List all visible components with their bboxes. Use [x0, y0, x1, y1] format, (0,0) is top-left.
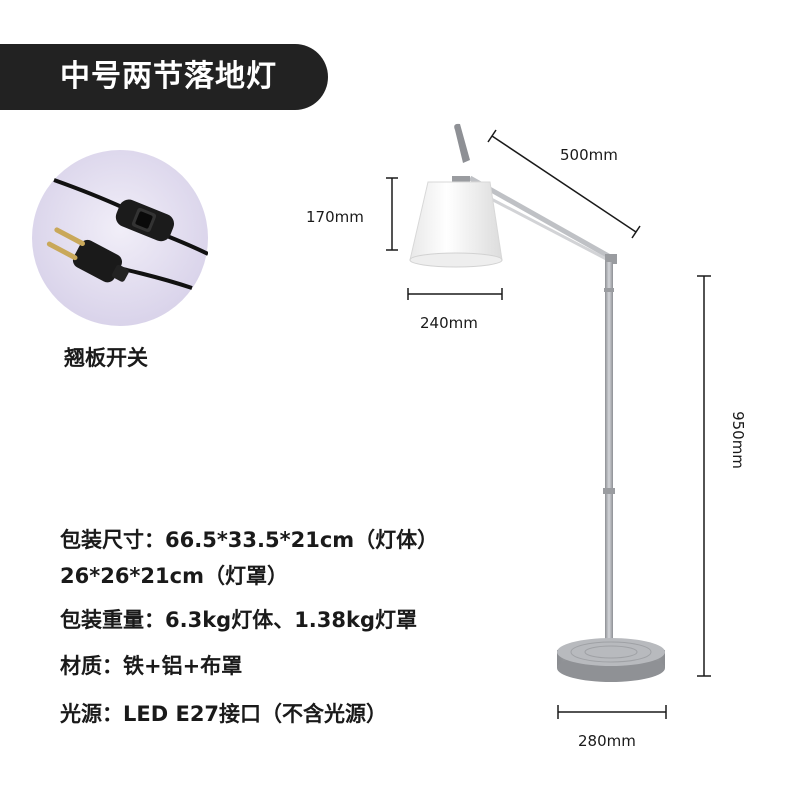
- dimension-shade-height-label: 170mm: [306, 208, 364, 226]
- dimension-shade-width: [407, 288, 503, 300]
- switch-caption: 翘板开关: [64, 346, 148, 370]
- product-title: 中号两节落地灯: [60, 59, 277, 94]
- spec-light-source: 光源：LED E27接口（不含光源）: [60, 702, 388, 726]
- dimension-shade-width-label: 240mm: [420, 314, 478, 332]
- dimension-height: [697, 275, 711, 677]
- lamp-pole: [605, 262, 613, 658]
- spec-package-weight: 包装重量：6.3kg灯体、1.38kg灯罩: [60, 608, 418, 632]
- dimension-arm-label: 500mm: [560, 146, 618, 164]
- dimension-base: [557, 705, 667, 719]
- dimension-arm: [487, 129, 641, 239]
- dimension-base-label: 280mm: [578, 732, 636, 750]
- dimension-height-label: 950mm: [729, 411, 747, 469]
- spec-material: 材质：铁+铝+布罩: [60, 654, 243, 678]
- lamp-arm: [454, 123, 617, 264]
- rocker-switch-photo: [32, 150, 208, 326]
- spec-package-size-shade: 26*26*21cm（灯罩）: [60, 564, 288, 588]
- dimension-shade-height: [386, 177, 398, 251]
- lamp-base: [557, 638, 665, 682]
- lamp-shade: [409, 176, 503, 268]
- title-banner: 中号两节落地灯: [0, 44, 328, 110]
- spec-package-size: 包装尺寸：66.5*33.5*21cm（灯体）: [60, 528, 439, 552]
